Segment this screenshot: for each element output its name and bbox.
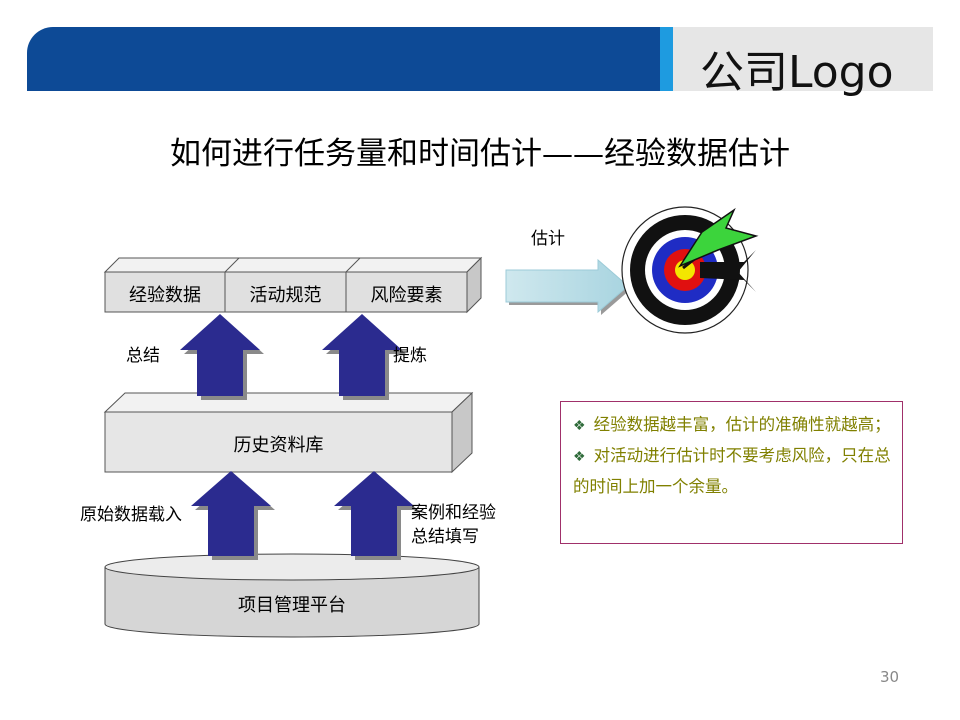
label-estimate: 估计: [531, 229, 565, 249]
note-text-2: 对活动进行估计时不要考虑风险，只在总的时间上加一个余量。: [573, 446, 891, 496]
estimate-arrow: [505, 258, 631, 315]
label-case-line1: 案例和经验: [411, 503, 496, 523]
history-db-box: [103, 391, 474, 474]
bullet-icon: ❖: [573, 418, 586, 434]
up-arrow-refine: [322, 314, 406, 400]
top-3d-box: [103, 256, 483, 314]
label-refine: 提炼: [393, 346, 427, 366]
bullet-icon: ❖: [573, 449, 586, 465]
up-arrow-case: [334, 471, 418, 560]
note-item: ❖对活动进行估计时不要考虑风险，只在总的时间上加一个余量。: [573, 441, 892, 502]
platform-label: 项目管理平台: [238, 595, 346, 616]
logo-box: [673, 27, 933, 91]
label-case-line2: 总结填写: [411, 527, 479, 547]
note-item: ❖ 经验数据越丰富，估计的准确性就越高；: [573, 410, 892, 441]
label-summarize: 总结: [126, 346, 160, 366]
up-arrow-raw-data: [191, 471, 275, 560]
dart-icon: [678, 207, 759, 292]
note-box: ❖经验数据越丰富，估计的准确性就越高； ❖对活动进行估计时不要考虑风险，只在总的…: [560, 401, 903, 544]
header-bar: [27, 27, 667, 91]
page-number: 30: [880, 668, 900, 686]
note-text-1: 经验数据越丰富，估计的准确性就越高；: [593, 415, 891, 434]
up-arrow-summarize: [180, 314, 264, 400]
top-box-activity-norms: 活动规范: [249, 285, 322, 306]
label-raw-data-load: 原始数据载入: [80, 505, 182, 525]
history-db-label: 历史资料库: [233, 435, 324, 456]
slide-title: 如何进行任务量和时间估计——经验数据估计: [170, 136, 790, 172]
top-box-risk-factors: 风险要素: [370, 285, 443, 306]
platform-cylinder: [104, 553, 480, 638]
header-stripe: [660, 27, 673, 91]
company-logo: 公司Logo: [700, 47, 894, 98]
top-box-experience-data: 经验数据: [129, 285, 201, 306]
